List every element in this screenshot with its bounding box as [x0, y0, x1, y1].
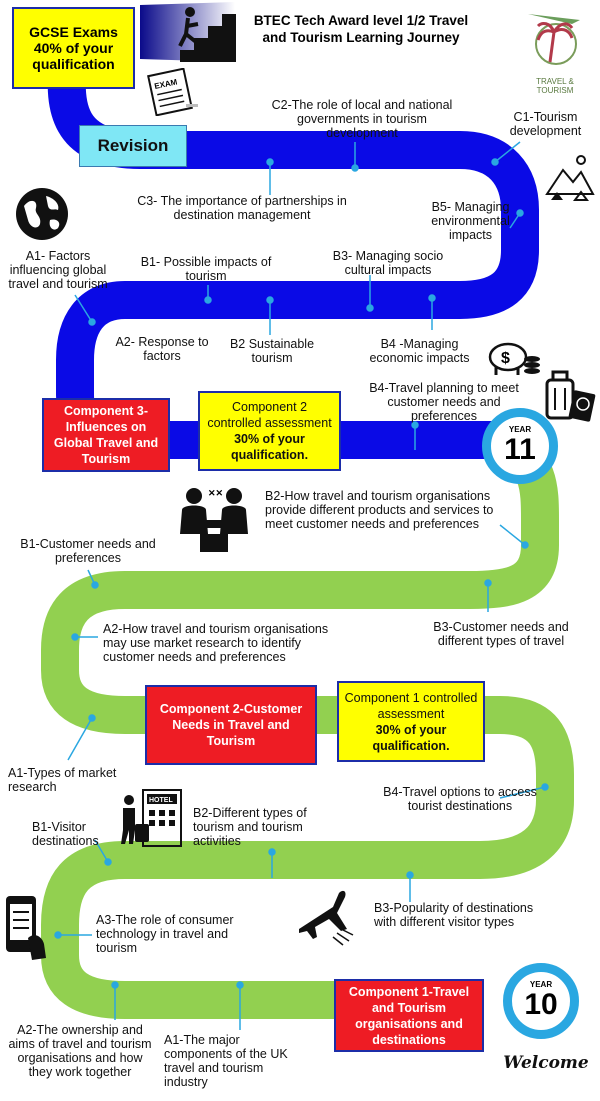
- airplane-icon: [299, 890, 354, 946]
- label-b2-sustainable: B2 Sustainable tourism: [229, 337, 315, 365]
- year-10-badge: YEAR 10: [503, 963, 579, 1039]
- label-b1-visitor: B1-Visitor destinations: [32, 820, 99, 848]
- piggy-bank-icon: $: [488, 342, 540, 375]
- globe-icon: [16, 188, 68, 240]
- hotel-traveller-icon: HOTEL: [121, 789, 182, 847]
- label-c1-development: C1-Tourism development: [509, 110, 582, 138]
- revision-box: Revision: [79, 125, 187, 167]
- label-a3-technology: A3-The role of consumer technology in tr…: [96, 913, 234, 955]
- label-c2-role: C2-The role of local and national govern…: [271, 98, 453, 140]
- label-b2-products: B2-How travel and tourism organisations …: [265, 489, 494, 531]
- component-1-assessment-box: Component 1 controlled assessment 30% of…: [337, 681, 485, 762]
- label-b1-customer-needs: B1-Customer needs and preferences: [20, 537, 156, 565]
- label-c3-partnerships: C3- The importance of partnerships in de…: [137, 194, 347, 222]
- stairs-icon: [178, 7, 236, 62]
- label-b3-popularity: B3-Popularity of destinations with diffe…: [374, 901, 534, 929]
- svg-text:$: $: [501, 350, 510, 367]
- connector-lines: [54, 141, 549, 1030]
- smartphone-icon: [6, 896, 46, 960]
- travel-agent-icon: ✕✕: [180, 488, 248, 552]
- component-3-box: Component 3- Influences on Global Travel…: [42, 398, 170, 472]
- page-title: BTEC Tech Award level 1/2 Travel and Tou…: [253, 13, 469, 45]
- label-a2-market-research: A2-How travel and tourism organisations …: [103, 622, 329, 664]
- component-2-box: Component 2-Customer Needs in Travel and…: [145, 685, 317, 765]
- exam-paper-icon: EXAM: [147, 68, 198, 116]
- label-b3-types-of-travel: B3-Customer needs and different types of…: [433, 620, 569, 648]
- label-a1-market-types: A1-Types of market research: [8, 766, 117, 794]
- label-b3-socio: B3- Managing socio cultural impacts: [332, 249, 444, 277]
- mountain-camp-icon: [545, 155, 595, 201]
- label-a1-factors: A1- Factors influencing global travel an…: [8, 249, 108, 291]
- label-b5-environmental: B5- Managing environmental impacts: [431, 200, 510, 242]
- palm-globe-icon: [528, 14, 580, 65]
- year-11-badge: YEAR 11: [482, 408, 558, 484]
- label-b4-economic: B4 -Managing economic impacts: [369, 337, 470, 365]
- logo-text: TRAVEL & TOURISM: [536, 77, 574, 95]
- svg-text:✕✕: ✕✕: [208, 488, 223, 498]
- label-a2-ownership: A2-The ownership and aims of travel and …: [8, 1023, 152, 1079]
- gcse-exams-box: GCSE Exams 40% of your qualification: [12, 7, 135, 89]
- svg-text:HOTEL: HOTEL: [149, 797, 173, 804]
- label-a2-response: A2- Response to factors: [115, 335, 209, 363]
- travel-tourism-logo: TRAVEL & TOURISM: [520, 2, 590, 95]
- green-road-path: [41, 431, 574, 1019]
- label-b4-travel-options: B4-Travel options to access tourist dest…: [383, 785, 537, 813]
- label-b4-travel-planning: B4-Travel planning to meet customer need…: [369, 381, 519, 423]
- label-a1-major-components: A1-The major components of the UK travel…: [164, 1033, 288, 1089]
- welcome-text: Welcome: [503, 1053, 589, 1073]
- label-b1-impacts: B1- Possible impacts of tourism: [140, 255, 272, 283]
- component-2-assessment-box: Component 2 controlled assessment 30% of…: [198, 391, 341, 471]
- label-b2-tourism-types: B2-Different types of tourism and touris…: [193, 806, 307, 848]
- suitcase-passport-icon: [545, 370, 596, 422]
- component-1-box: Component 1-Travel and Tourism organisat…: [334, 979, 484, 1052]
